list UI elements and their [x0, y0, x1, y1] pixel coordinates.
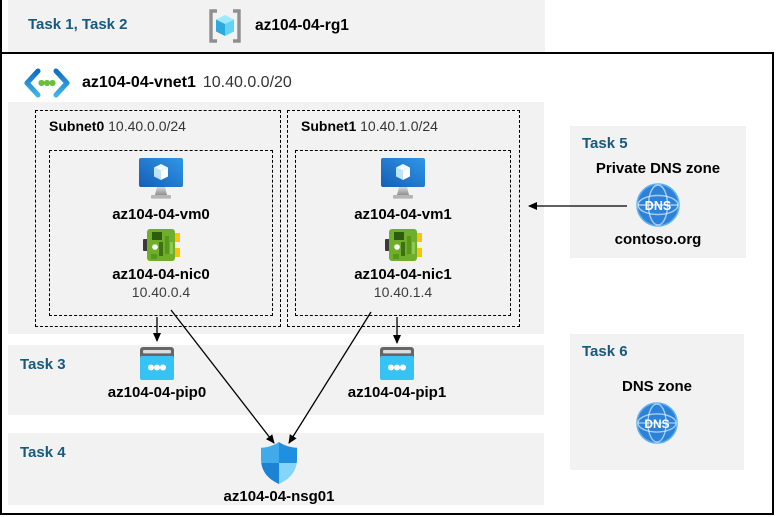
task-1-2-heading: Task 1, Task 2: [28, 16, 128, 33]
dns-zone-icon-label: DNS: [644, 417, 669, 431]
resource-group-name: az104-04-rg1: [255, 17, 349, 34]
vm0-name: az104-04-vm0: [112, 206, 210, 223]
private-dns-icon-label: DNS: [645, 199, 671, 213]
private-dns-zone-name: contoso.org: [614, 231, 702, 248]
task3-heading: Task 3: [20, 356, 66, 373]
subnet0-label: Subnet0 10.40.0.0/24: [49, 118, 186, 134]
subnet0-box: Subnet0 10.40.0.0/24: [35, 110, 281, 327]
nsg-group: az104-04-nsg01: [219, 442, 339, 505]
private-dns-zone-title: Private DNS zone: [595, 160, 721, 177]
vnet-header: az104-04-vnet1 10.40.0.0/20: [24, 64, 292, 102]
nic0-icon: [142, 229, 180, 261]
task6-box: Task 6 DNS zone DNS: [570, 334, 744, 470]
nsg-shield-icon: [261, 442, 297, 484]
subnet1-label: Subnet1 10.40.1.0/24: [301, 118, 438, 134]
vnet-icon: [24, 68, 70, 98]
task5-box: Task 5 Private DNS zone DNS contoso.org: [570, 126, 746, 258]
vnet-name: az104-04-vnet1: [82, 74, 196, 91]
pip1-name: az104-04-pip1: [347, 384, 447, 401]
resource-group-band: Task 1, Task 2 az104-04-rg1: [8, 0, 545, 52]
subnet0-name: Subnet0: [49, 118, 105, 134]
subnet0-vm-group: az104-04-vm0 az104-04-nic0 10.40.0.4: [49, 150, 273, 316]
nic1-ip: 10.40.1.4: [373, 284, 433, 300]
pip1-icon: [380, 347, 414, 380]
vm1-icon: [381, 158, 425, 199]
nic1-name: az104-04-nic1: [354, 266, 452, 283]
frame-left-edge: [0, 0, 2, 54]
task3-band: Task 3: [8, 345, 544, 415]
pip1-group: az104-04-pip1: [340, 347, 454, 401]
vm1-name: az104-04-vm1: [354, 206, 452, 223]
nic0-name: az104-04-nic0: [112, 266, 210, 283]
nsg-name: az104-04-nsg01: [223, 488, 335, 505]
resource-group-icon: [209, 9, 241, 43]
subnet1-vm-group: az104-04-vm1 az104-04-nic1 10.40.1.4: [295, 150, 511, 316]
subnet0-cidr: 10.40.0.0/24: [108, 118, 186, 134]
task5-heading: Task 5: [582, 135, 628, 152]
subnet1-box: Subnet1 10.40.1.0/24: [287, 110, 520, 327]
subnet1-cidr: 10.40.1.0/24: [360, 118, 438, 134]
dns-zone-icon: DNS: [636, 402, 678, 444]
pip0-icon: [140, 347, 174, 380]
private-dns-icon: DNS: [636, 183, 680, 227]
task4-heading: Task 4: [20, 444, 66, 461]
vnet-panel: [8, 102, 544, 334]
subnet1-name: Subnet1: [301, 118, 357, 134]
pip0-name: az104-04-pip0: [107, 384, 207, 401]
dns-zone-title: DNS zone: [621, 378, 692, 395]
task6-heading: Task 6: [582, 343, 628, 360]
nic0-ip: 10.40.0.4: [131, 284, 191, 300]
vnet-cidr: 10.40.0.0/20: [202, 74, 292, 91]
vm0-icon: [139, 158, 183, 199]
pip0-group: az104-04-pip0: [100, 347, 214, 401]
nic1-icon: [384, 229, 422, 261]
